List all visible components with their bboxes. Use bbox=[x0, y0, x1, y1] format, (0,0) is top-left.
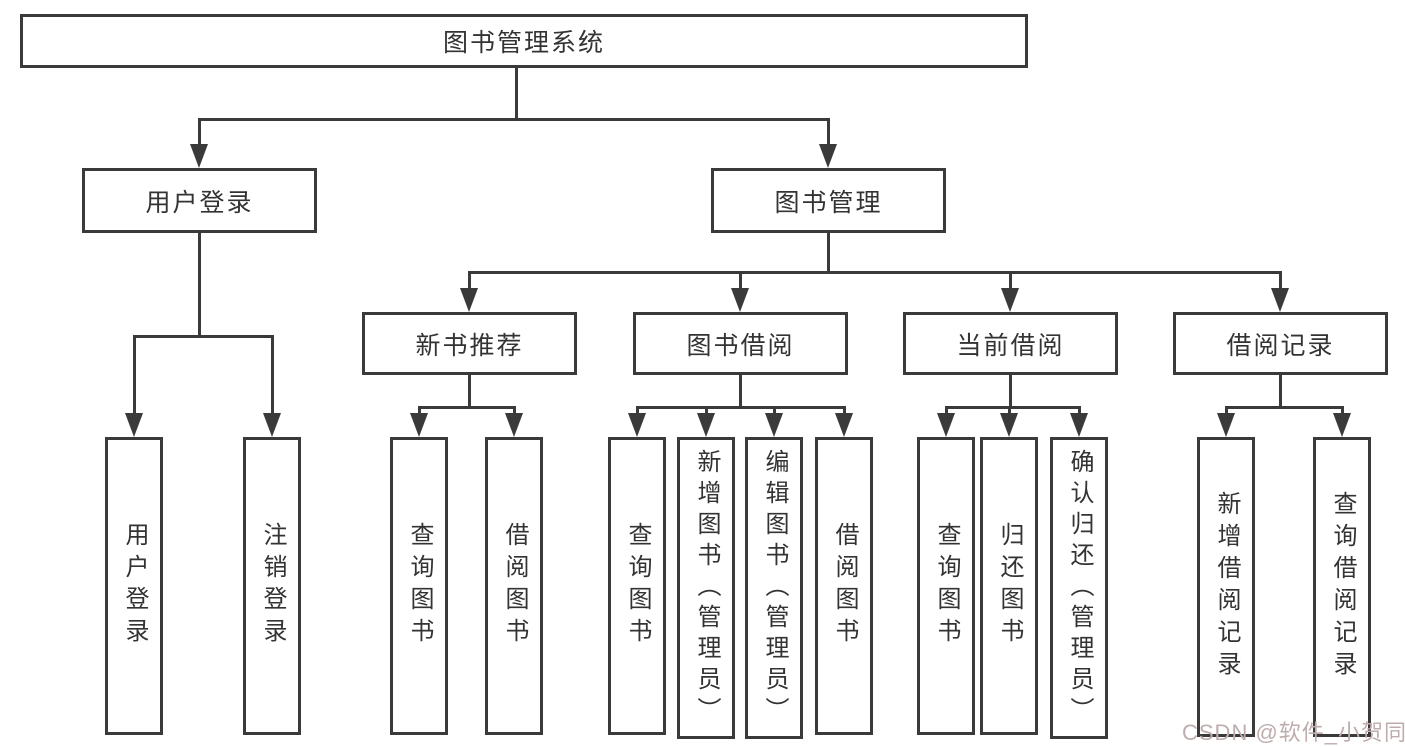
connector-drop bbox=[945, 406, 948, 416]
connector-rail bbox=[945, 406, 1081, 409]
arrow-down-icon bbox=[1000, 413, 1018, 437]
connector-drop bbox=[133, 335, 136, 417]
leaf-user-login: 用户登录 bbox=[105, 437, 163, 735]
connector-stem bbox=[515, 68, 518, 120]
connector-drop bbox=[1078, 406, 1081, 416]
node-label: 图书借阅 bbox=[686, 331, 795, 360]
leaf-query-borrow-record: 查询借阅记录 bbox=[1313, 437, 1371, 737]
leaf-query-books-recommend: 查询图书 bbox=[390, 437, 448, 735]
leaf-label: 查询图书 bbox=[406, 522, 433, 650]
node-book-management: 图书管理 bbox=[711, 168, 946, 233]
connector-drop bbox=[513, 406, 516, 416]
node-new-book-recommendation: 新书推荐 bbox=[362, 312, 577, 375]
connector-drop bbox=[418, 406, 421, 416]
arrow-down-icon bbox=[731, 288, 749, 312]
connector-stem bbox=[1009, 375, 1012, 408]
leaf-borrow-books-recommend: 借阅图书 bbox=[485, 437, 543, 735]
connector-stem bbox=[739, 375, 742, 408]
leaf-borrow-books-borrowing: 借阅图书 bbox=[815, 437, 873, 735]
node-label: 用户登录 bbox=[145, 188, 254, 217]
node-book-borrowing: 图书借阅 bbox=[633, 312, 848, 375]
node-borrowing-records: 借阅记录 bbox=[1173, 312, 1388, 375]
node-library-management-system: 图书管理系统 bbox=[20, 14, 1028, 68]
arrow-down-icon bbox=[835, 413, 853, 437]
node-label: 借阅记录 bbox=[1226, 331, 1335, 360]
node-label: 图书管理 bbox=[774, 188, 883, 217]
connector-drop bbox=[1008, 406, 1011, 416]
leaf-query-books-current: 查询图书 bbox=[917, 437, 975, 735]
arrow-down-icon bbox=[1070, 413, 1088, 437]
connector-rail bbox=[198, 118, 830, 121]
node-label: 新书推荐 bbox=[415, 331, 524, 360]
connector-stem bbox=[1279, 375, 1282, 408]
connector-rail bbox=[636, 406, 846, 409]
leaf-label: 新增借阅记录 bbox=[1213, 491, 1240, 683]
leaf-label: 查询借阅记录 bbox=[1329, 491, 1356, 683]
leaf-label: 确认归还（管理员） bbox=[1066, 448, 1093, 728]
connector-drop bbox=[827, 118, 830, 148]
arrow-down-icon bbox=[125, 413, 143, 437]
connector-stem bbox=[827, 233, 830, 274]
leaf-label: 注销登录 bbox=[259, 522, 286, 650]
connector-drop bbox=[1009, 271, 1012, 291]
arrow-down-icon bbox=[819, 144, 837, 168]
connector-drop bbox=[198, 118, 201, 148]
leaf-query-books-borrowing: 查询图书 bbox=[608, 437, 666, 735]
connector-drop bbox=[1225, 406, 1228, 416]
connector-rail bbox=[1225, 406, 1344, 409]
connector-drop bbox=[1279, 271, 1282, 291]
arrow-down-icon bbox=[460, 288, 478, 312]
leaf-logout: 注销登录 bbox=[243, 437, 301, 735]
leaf-label: 用户登录 bbox=[121, 522, 148, 650]
connector-rail bbox=[133, 335, 274, 338]
leaf-add-borrow-record: 新增借阅记录 bbox=[1197, 437, 1255, 737]
leaf-return-books: 归还图书 bbox=[980, 437, 1038, 735]
arrow-down-icon bbox=[505, 413, 523, 437]
connector-stem bbox=[468, 375, 471, 408]
connector-rail bbox=[468, 271, 1282, 274]
arrow-down-icon bbox=[190, 144, 208, 168]
leaf-label: 借阅图书 bbox=[501, 522, 528, 650]
arrow-down-icon bbox=[1217, 413, 1235, 437]
leaf-label: 查询图书 bbox=[624, 522, 651, 650]
leaf-confirm-return-admin: 确认归还（管理员） bbox=[1050, 437, 1108, 739]
arrow-down-icon bbox=[765, 413, 783, 437]
arrow-down-icon bbox=[1271, 288, 1289, 312]
leaf-label: 编辑图书（管理员） bbox=[761, 448, 788, 728]
connector-drop bbox=[705, 406, 708, 416]
connector-rail bbox=[418, 406, 516, 409]
connector-drop bbox=[843, 406, 846, 416]
watermark: CSDN @软件_小贺同学 bbox=[1182, 720, 1405, 745]
leaf-add-book-admin: 新增图书（管理员） bbox=[677, 437, 735, 739]
leaf-label: 新增图书（管理员） bbox=[693, 448, 720, 728]
leaf-label: 借阅图书 bbox=[831, 522, 858, 650]
node-label: 图书管理系统 bbox=[442, 29, 605, 57]
connector-drop bbox=[773, 406, 776, 416]
leaf-edit-book-admin: 编辑图书（管理员） bbox=[745, 437, 803, 739]
arrow-down-icon bbox=[628, 413, 646, 437]
leaf-label: 归还图书 bbox=[996, 522, 1023, 650]
leaf-label: 查询图书 bbox=[933, 522, 960, 650]
arrow-down-icon bbox=[263, 413, 281, 437]
connector-drop bbox=[739, 271, 742, 291]
connector-drop bbox=[468, 271, 471, 291]
connector-drop bbox=[271, 335, 274, 417]
arrow-down-icon bbox=[1333, 413, 1351, 437]
node-current-borrowing: 当前借阅 bbox=[903, 312, 1118, 375]
node-user-login: 用户登录 bbox=[82, 168, 317, 233]
connector-drop bbox=[1341, 406, 1344, 416]
node-label: 当前借阅 bbox=[956, 331, 1065, 360]
connector-stem bbox=[198, 233, 201, 338]
arrow-down-icon bbox=[937, 413, 955, 437]
arrow-down-icon bbox=[410, 413, 428, 437]
connector-drop bbox=[636, 406, 639, 416]
arrow-down-icon bbox=[697, 413, 715, 437]
arrow-down-icon bbox=[1001, 288, 1019, 312]
